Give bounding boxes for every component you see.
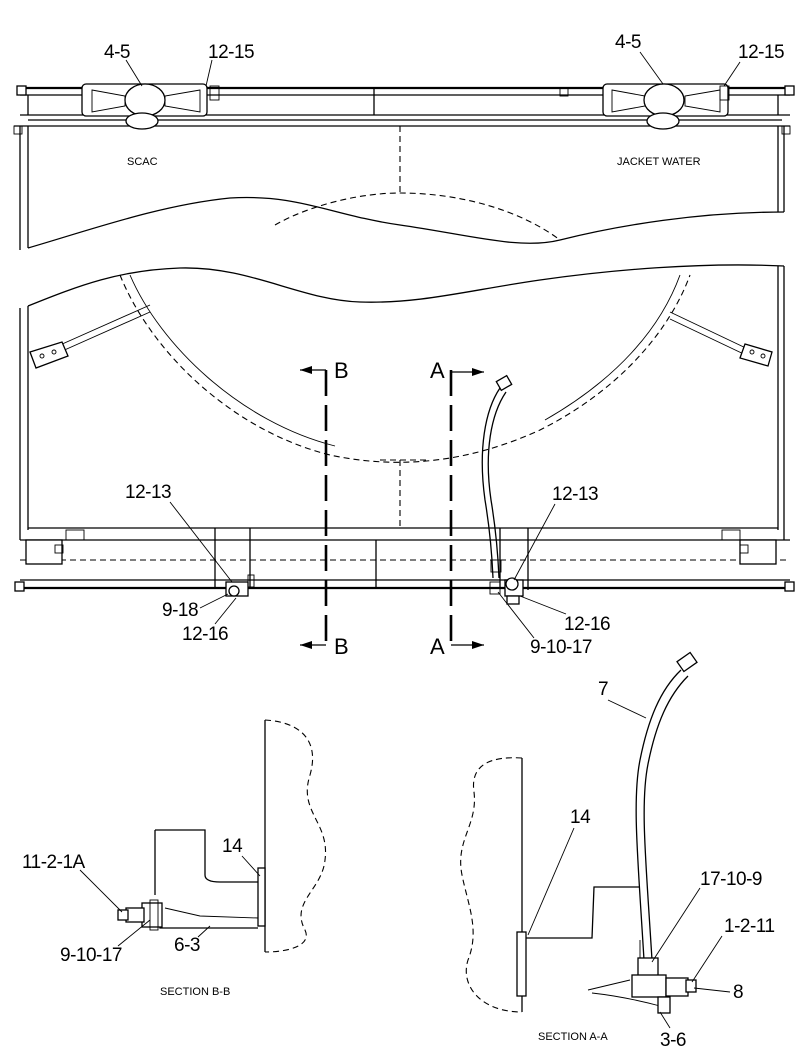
callout-12-13-left: 12-13 xyxy=(125,482,171,503)
right-header-tank xyxy=(602,83,730,130)
callout-7: 7 xyxy=(598,679,608,700)
cut-label-a-bottom: A xyxy=(430,634,445,659)
cut-label-b-top: B xyxy=(334,358,349,383)
title-section-b-b: SECTION B-B xyxy=(160,986,230,998)
callout-12-16-left: 12-16 xyxy=(182,624,228,645)
upper-radiator-view: 4-5 12-15 4-5 12-15 SCAC JACKET WATER xyxy=(13,32,795,250)
cut-label-b-bottom: B xyxy=(334,634,349,659)
callout-12-15-right: 12-15 xyxy=(738,42,784,63)
callout-9-10-17-right: 9-10-17 xyxy=(530,637,592,658)
callout-12-16-right: 12-16 xyxy=(564,614,610,635)
callout-17-10-9: 17-10-9 xyxy=(700,869,762,890)
callout-4-5-right: 4-5 xyxy=(615,32,641,53)
callout-3-6: 3-6 xyxy=(660,1030,686,1051)
callout-12-15-left: 12-15 xyxy=(208,42,254,63)
callout-1-2-11: 1-2-11 xyxy=(724,916,775,937)
callout-6-3: 6-3 xyxy=(174,935,200,956)
section-b-b: 14 11-2-1A 9-10-17 6-3 SECTION B-B xyxy=(22,719,327,998)
callout-9-10-17-b: 9-10-17 xyxy=(60,945,122,966)
callout-4-5-left: 4-5 xyxy=(104,42,130,63)
callout-12-13-right: 12-13 xyxy=(552,484,598,505)
section-a-a: 7 14 17-10-9 1-2-11 8 3-6 SECTION A-A xyxy=(460,651,775,1051)
cut-label-a-top: A xyxy=(430,358,445,383)
title-section-a-a: SECTION A-A xyxy=(538,1031,608,1043)
label-jacket-water: JACKET WATER xyxy=(617,156,701,168)
callout-14-b: 14 xyxy=(222,836,243,857)
callout-9-18: 9-18 xyxy=(162,600,198,621)
label-scac: SCAC xyxy=(127,156,158,168)
lower-radiator-view: B B A A 12-13 9-18 12-16 12-13 12-16 9-1… xyxy=(14,264,795,659)
callout-8: 8 xyxy=(733,982,743,1003)
callout-14-a: 14 xyxy=(570,807,591,828)
callout-11-2-1a: 11-2-1A xyxy=(22,852,86,873)
left-header-tank xyxy=(81,83,220,130)
